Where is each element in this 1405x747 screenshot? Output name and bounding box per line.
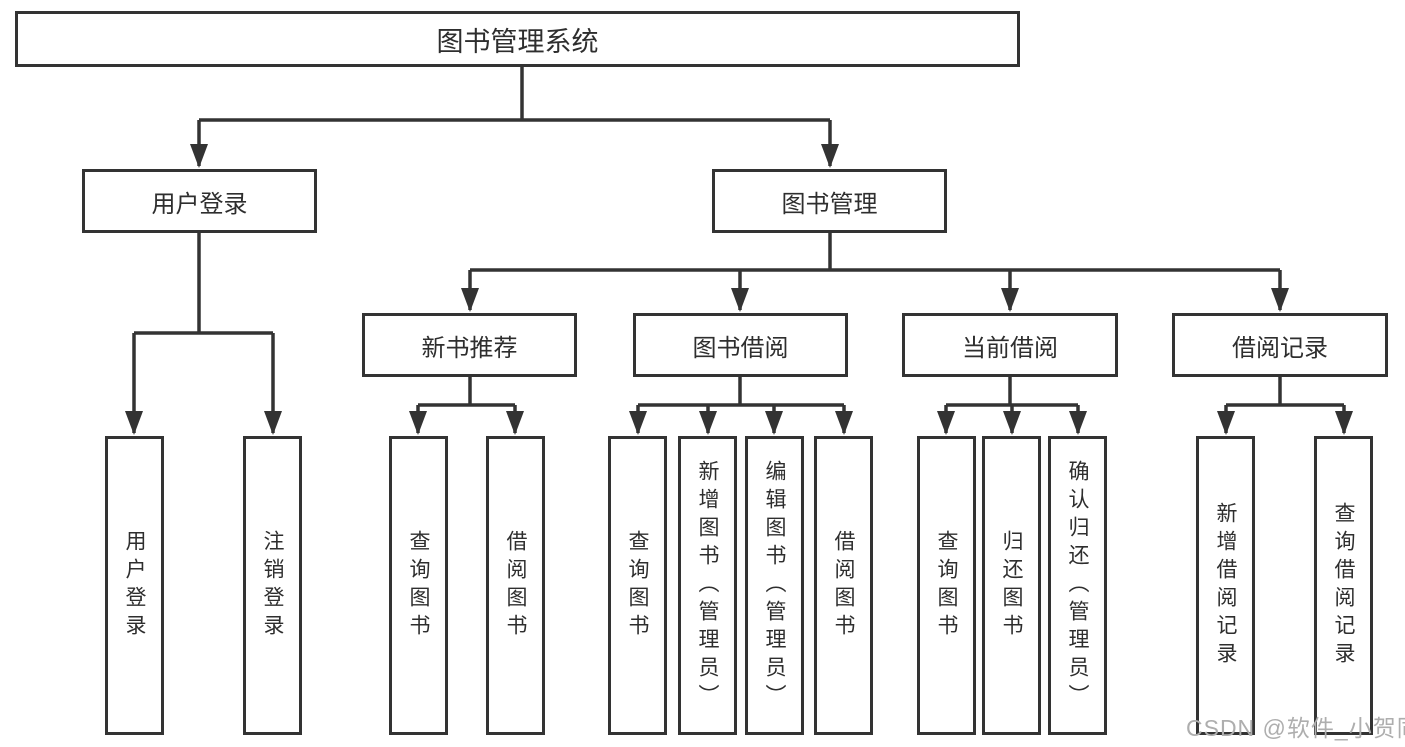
arrowhead (821, 144, 839, 168)
leaf-current-confirm-return-admin: 确认归还（管理员） (1048, 436, 1107, 735)
node-label: 新增图书（管理员） (696, 459, 719, 712)
leaf-recommend-query-books: 查询图书 (389, 436, 448, 735)
connector-records-to-leaves (1217, 377, 1353, 435)
arrowhead (409, 411, 427, 435)
leaf-current-return-books: 归还图书 (982, 436, 1041, 735)
arrowhead (629, 411, 647, 435)
node-label: 新增借阅记录 (1214, 501, 1237, 670)
node-borrow-records: 借阅记录 (1172, 313, 1388, 377)
connector-user-login-to-leaves (125, 233, 282, 435)
node-label: 新书推荐 (421, 334, 518, 362)
arrowhead (731, 288, 749, 312)
connector-book-borrow-to-leaves (629, 377, 853, 435)
arrowhead (699, 411, 717, 435)
leaf-logout-login: 注销登录 (243, 436, 302, 735)
node-label: 借阅图书 (832, 529, 855, 642)
arrowhead (264, 411, 282, 435)
arrowhead (1003, 411, 1021, 435)
arrowhead (1069, 411, 1087, 435)
node-label: 图书管理系统 (436, 26, 599, 57)
arrowhead (765, 411, 783, 435)
leaf-borrow-query-books: 查询图书 (608, 436, 667, 735)
leaf-records-add-borrow-record: 新增借阅记录 (1196, 436, 1255, 735)
node-label: 归还图书 (1000, 529, 1023, 642)
leaf-borrow-borrow-books: 借阅图书 (814, 436, 873, 735)
node-label: 注销登录 (261, 529, 284, 642)
arrowhead (1001, 288, 1019, 312)
connector-root-to-level2 (190, 67, 839, 168)
leaf-records-query-borrow-record: 查询借阅记录 (1314, 436, 1373, 735)
node-label: 查询借阅记录 (1332, 501, 1355, 670)
arrowhead (125, 411, 143, 435)
node-label: 用户登录 (151, 190, 248, 218)
arrowhead (835, 411, 853, 435)
node-label: 查询图书 (407, 529, 430, 642)
connector-new-rec-to-leaves (409, 377, 524, 435)
node-label: 图书借阅 (692, 334, 789, 362)
arrowhead (506, 411, 524, 435)
node-label: 确认归还（管理员） (1066, 459, 1089, 712)
node-label: 借阅图书 (504, 529, 527, 642)
arrowhead (1335, 411, 1353, 435)
node-label: 借阅记录 (1232, 334, 1328, 362)
leaf-current-query-books: 查询图书 (917, 436, 976, 735)
arrowhead (1217, 411, 1235, 435)
node-label: 用户登录 (123, 529, 146, 642)
leaf-borrow-edit-books-admin: 编辑图书（管理员） (745, 436, 804, 735)
node-label: 图书管理 (781, 190, 878, 218)
leaf-user-login: 用户登录 (105, 436, 164, 735)
arrowhead (461, 288, 479, 312)
arrowhead (190, 144, 208, 168)
node-label: 查询图书 (935, 529, 958, 642)
arrowhead (1271, 288, 1289, 312)
leaf-borrow-add-books-admin: 新增图书（管理员） (678, 436, 737, 735)
node-book-borrow: 图书借阅 (633, 313, 848, 377)
node-label: 查询图书 (626, 529, 649, 642)
connector-book-mgmt-to-level3 (461, 233, 1289, 312)
node-label: 编辑图书（管理员） (763, 459, 786, 712)
arrowhead (937, 411, 955, 435)
node-book-management: 图书管理 (712, 169, 947, 233)
node-root-library-management-system: 图书管理系统 (15, 11, 1020, 67)
node-new-book-recommend: 新书推荐 (362, 313, 577, 377)
node-user-login: 用户登录 (82, 169, 317, 233)
leaf-recommend-borrow-books: 借阅图书 (486, 436, 545, 735)
node-label: 当前借阅 (962, 334, 1058, 362)
csdn-watermark: CSDN @软件_小贺同学 (1186, 715, 1405, 741)
node-current-borrow: 当前借阅 (902, 313, 1118, 377)
connector-current-borrow-to-leaves (937, 377, 1087, 435)
